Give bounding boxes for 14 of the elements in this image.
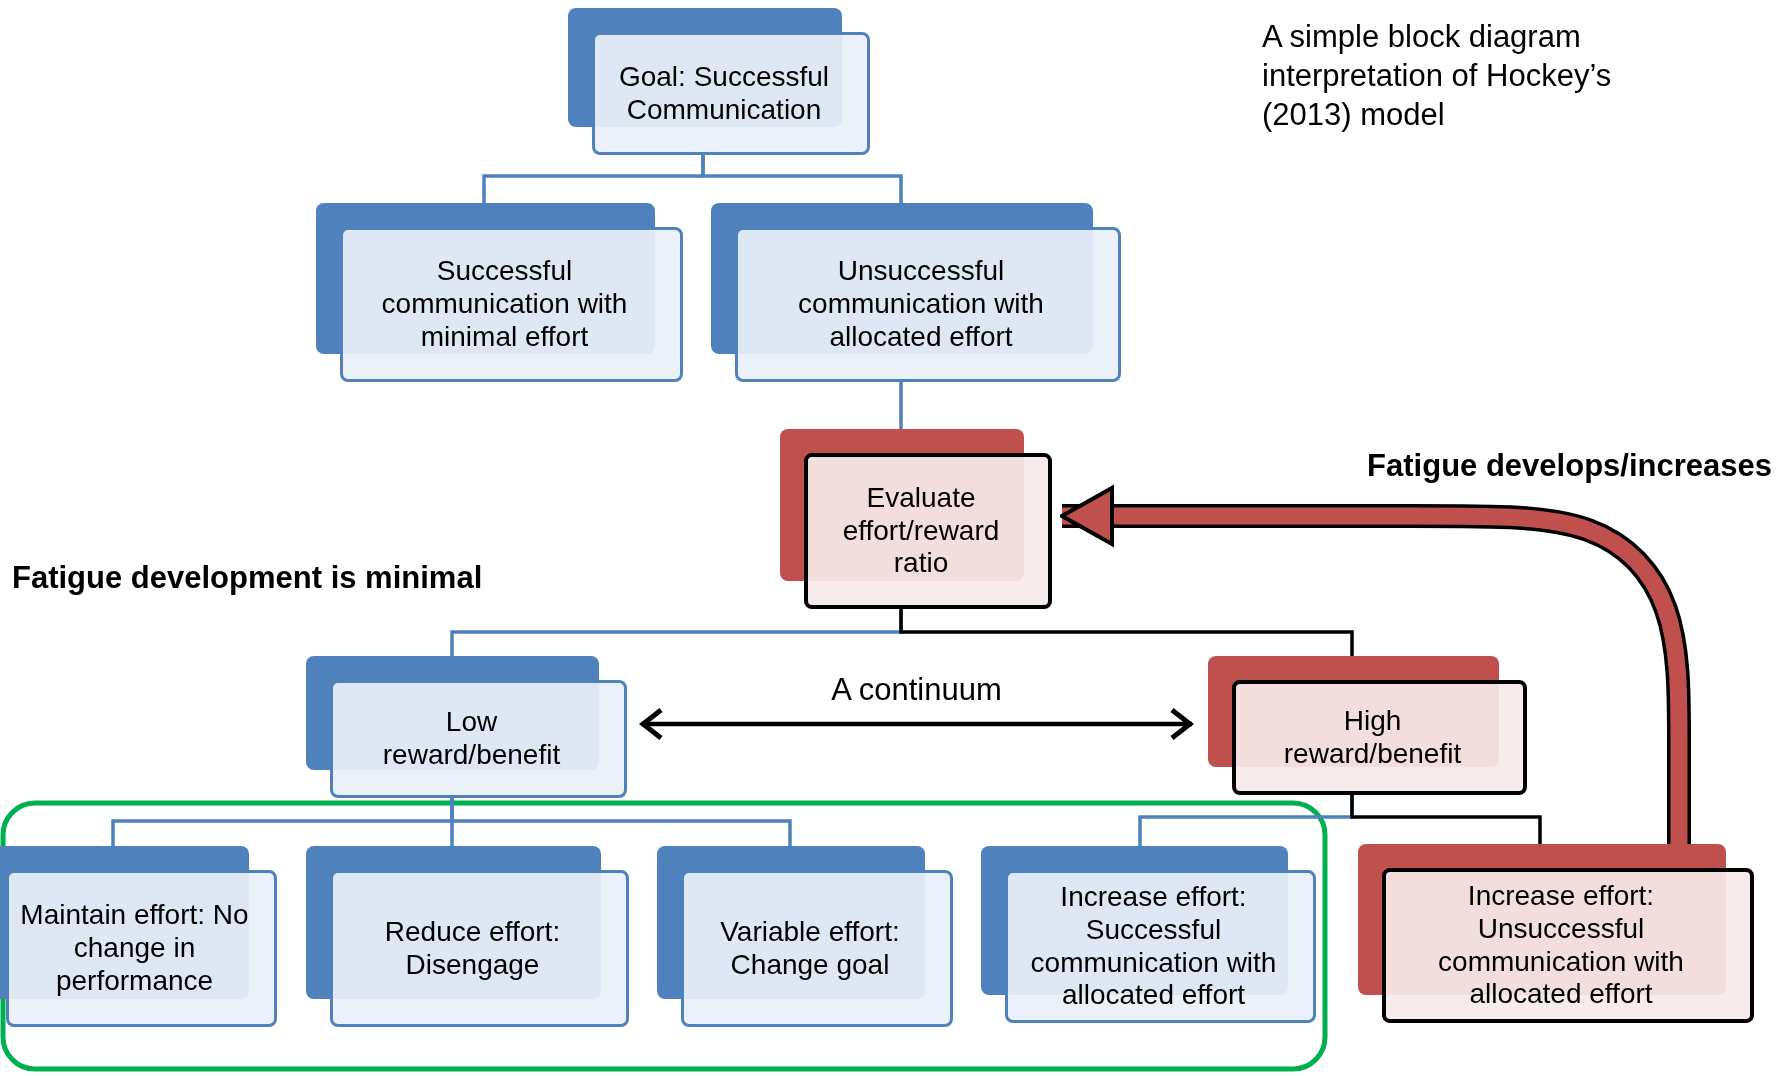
- process-box: Goal: Successful Communication: [592, 32, 870, 155]
- annotation-text: Fatigue develops/increases: [1366, 448, 1772, 484]
- process-box: Unsuccessful communication with allocated effort: [735, 227, 1121, 382]
- process-box: Maintain effort: No change in performance: [6, 870, 277, 1027]
- process-box: Variable effort: Change goal: [681, 870, 953, 1027]
- process-box: High reward/benefit: [1232, 680, 1527, 795]
- title: A simple block diagram interpretation of Hockey’s (2013) model: [1262, 18, 1613, 134]
- process-box: Low reward/benefit: [330, 680, 627, 798]
- process-box: Increase effort: Unsuccessful communication with allocated effort: [1382, 868, 1754, 1023]
- process-box: Successful communication with minimal effort: [340, 227, 683, 382]
- annotation-text: Fatigue development is minimal: [12, 560, 484, 596]
- process-box: Reduce effort: Disengage: [330, 870, 629, 1027]
- process-box: Evaluate effort/reward ratio: [804, 453, 1052, 609]
- process-box: Increase effort: Successful communication with allocated effort: [1005, 870, 1316, 1023]
